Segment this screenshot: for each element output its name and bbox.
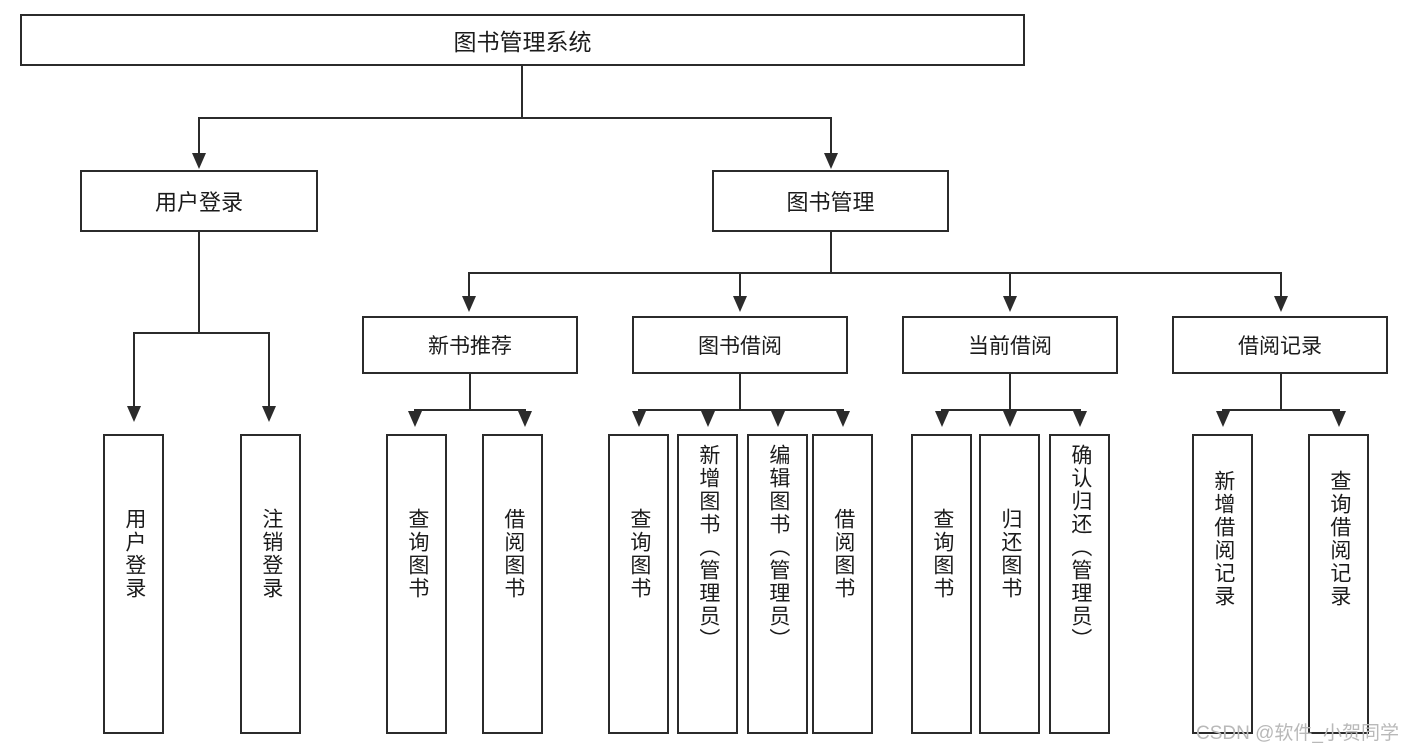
arrowhead-down-icon	[733, 296, 747, 312]
connector-newbook-bar	[414, 409, 525, 411]
node-label: 用户登录	[154, 190, 243, 215]
node-label: 新书推荐	[428, 335, 512, 358]
node-label: 图书管理系统	[453, 29, 592, 55]
connector-user-login-trunk	[198, 232, 200, 333]
arrowhead-down-icon	[1073, 411, 1087, 427]
leaf-query-book-current[interactable]: 查询图书	[911, 434, 972, 734]
arrowhead-down-icon	[192, 153, 206, 169]
arrowhead-down-icon	[701, 411, 715, 427]
leaf-label: 确认归还（管理员）	[1068, 444, 1092, 651]
connector-book-mgmt-bar	[468, 272, 1280, 274]
leaf-label: 查询图书	[405, 508, 429, 600]
connector-root-drop-right	[830, 117, 832, 155]
connector-book-mgmt-drop-1	[468, 272, 470, 298]
node-book-management[interactable]: 图书管理	[712, 170, 949, 232]
connector-user-login-drop-1	[133, 332, 135, 408]
arrowhead-down-icon	[935, 411, 949, 427]
csdn-watermark: CSDN @软件_小贺同学	[1196, 723, 1399, 744]
leaf-label: 新增图书（管理员）	[696, 444, 720, 651]
node-book-borrow[interactable]: 图书借阅	[632, 316, 848, 374]
leaf-borrow-book-borrow[interactable]: 借阅图书	[812, 434, 873, 734]
leaf-query-borrow-record[interactable]: 查询借阅记录	[1308, 434, 1369, 734]
arrowhead-down-icon	[127, 406, 141, 422]
arrowhead-down-icon	[1003, 411, 1017, 427]
leaf-label: 编辑图书（管理员）	[766, 444, 790, 651]
node-user-login[interactable]: 用户登录	[80, 170, 318, 232]
leaf-add-book-admin[interactable]: 新增图书（管理员）	[677, 434, 738, 734]
leaf-edit-book-admin[interactable]: 编辑图书（管理员）	[747, 434, 808, 734]
arrowhead-down-icon	[824, 153, 838, 169]
connector-book-mgmt-drop-3	[1009, 272, 1011, 298]
connector-book-mgmt-drop-4	[1280, 272, 1282, 298]
leaf-label: 新增借阅记录	[1211, 470, 1235, 608]
arrowhead-down-icon	[262, 406, 276, 422]
connector-newbook-trunk	[469, 374, 471, 410]
connector-borrowrecord-bar	[1222, 409, 1339, 411]
node-borrow-record[interactable]: 借阅记录	[1172, 316, 1388, 374]
leaf-add-borrow-record[interactable]: 新增借阅记录	[1192, 434, 1253, 734]
arrowhead-down-icon	[518, 411, 532, 427]
connector-bookborrow-trunk	[739, 374, 741, 410]
connector-root-bar	[198, 117, 832, 119]
connector-root-trunk	[521, 66, 523, 118]
arrowhead-down-icon	[1216, 411, 1230, 427]
leaf-borrow-book-newbook[interactable]: 借阅图书	[482, 434, 543, 734]
leaf-label: 借阅图书	[501, 508, 525, 600]
arrowhead-down-icon	[771, 411, 785, 427]
leaf-return-book[interactable]: 归还图书	[979, 434, 1040, 734]
leaf-label: 查询图书	[627, 508, 651, 600]
leaf-confirm-return-admin[interactable]: 确认归还（管理员）	[1049, 434, 1110, 734]
connector-borrowrecord-trunk	[1280, 374, 1282, 410]
connector-user-login-bar	[133, 332, 269, 334]
arrowhead-down-icon	[1332, 411, 1346, 427]
node-label: 图书借阅	[698, 335, 782, 358]
leaf-label: 归还图书	[998, 508, 1022, 600]
leaf-query-book-newbook[interactable]: 查询图书	[386, 434, 447, 734]
leaf-label: 注销登录	[259, 508, 283, 600]
leaf-user-login[interactable]: 用户登录	[103, 434, 164, 734]
node-label: 当前借阅	[968, 335, 1052, 358]
leaf-query-book-borrow[interactable]: 查询图书	[608, 434, 669, 734]
arrowhead-down-icon	[1003, 296, 1017, 312]
arrowhead-down-icon	[632, 411, 646, 427]
connector-currentborrow-trunk	[1009, 374, 1011, 410]
connector-book-mgmt-drop-2	[739, 272, 741, 298]
leaf-label: 借阅图书	[831, 508, 855, 600]
arrowhead-down-icon	[1274, 296, 1288, 312]
connector-book-mgmt-trunk	[830, 232, 832, 273]
node-current-borrow[interactable]: 当前借阅	[902, 316, 1118, 374]
arrowhead-down-icon	[408, 411, 422, 427]
arrowhead-down-icon	[462, 296, 476, 312]
leaf-user-logout[interactable]: 注销登录	[240, 434, 301, 734]
node-label: 图书管理	[786, 190, 875, 215]
connector-user-login-drop-2	[268, 332, 270, 408]
arrowhead-down-icon	[836, 411, 850, 427]
leaf-label: 查询图书	[930, 508, 954, 600]
node-label: 借阅记录	[1238, 335, 1322, 358]
connector-bookborrow-bar	[638, 409, 843, 411]
node-root-system[interactable]: 图书管理系统	[20, 14, 1025, 66]
leaf-label: 用户登录	[122, 508, 146, 600]
connector-root-drop-left	[198, 117, 200, 155]
leaf-label: 查询借阅记录	[1327, 470, 1351, 608]
node-new-book-recommend[interactable]: 新书推荐	[362, 316, 578, 374]
